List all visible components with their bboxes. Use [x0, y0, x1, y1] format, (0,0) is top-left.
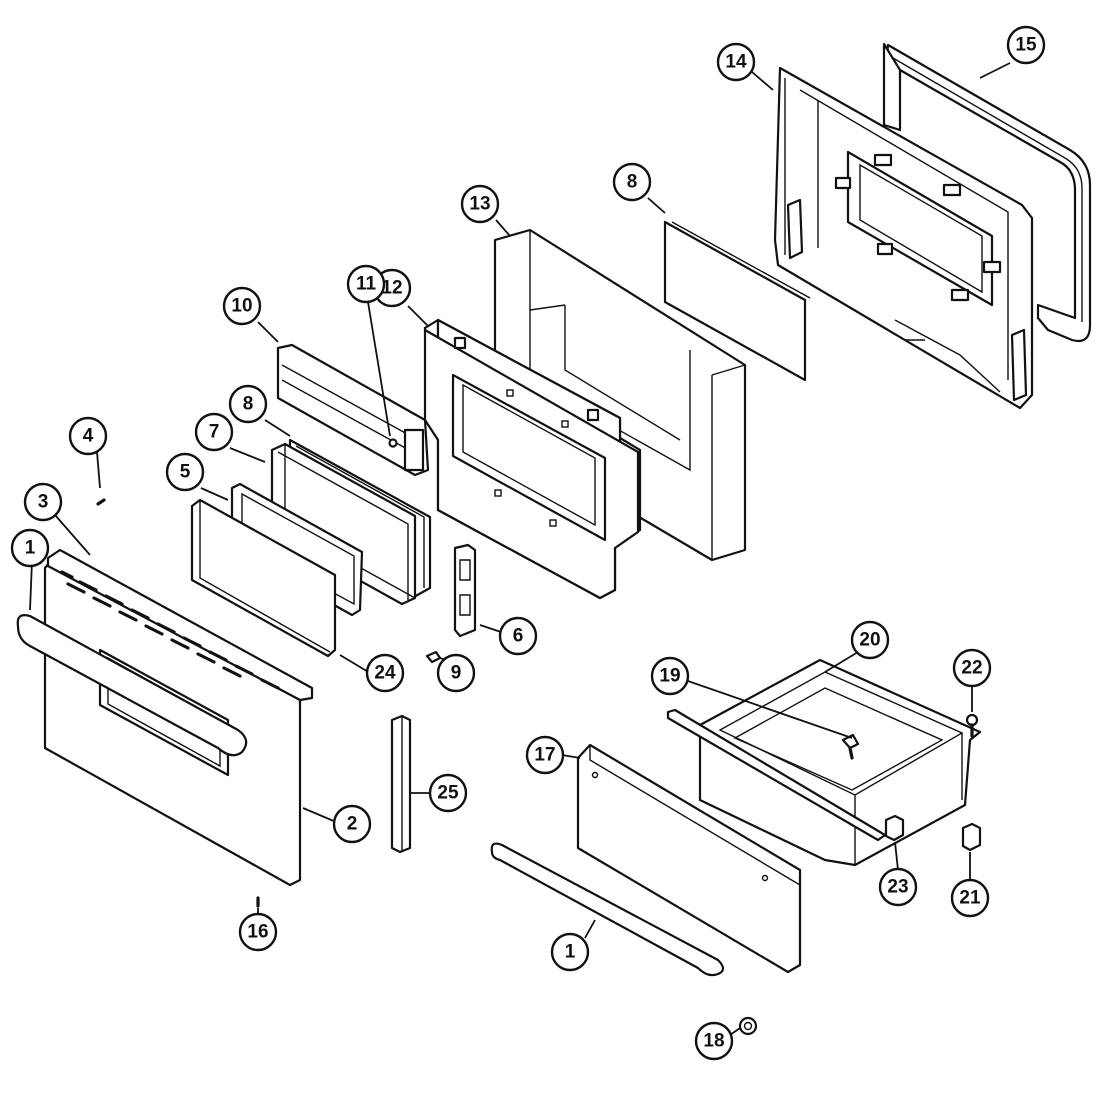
callout-1-lower: 1 — [550, 932, 590, 972]
callout-22: 22 — [952, 648, 992, 688]
part-24-glass — [190, 498, 337, 658]
callout-1-upper: 1 — [10, 528, 50, 568]
part-6-hinge-bracket — [453, 543, 477, 638]
callout-9: 9 — [436, 653, 476, 693]
callout-24-label: 24 — [374, 663, 396, 684]
callout-15: 15 — [1006, 25, 1046, 65]
callout-19: 19 — [650, 656, 690, 696]
part-14-inner-door-liner — [773, 66, 1034, 410]
part-8-glass-upper — [663, 220, 811, 382]
part-11-screw — [388, 438, 398, 448]
callout-23-label: 23 — [887, 877, 908, 898]
callout-17-label: 17 — [534, 745, 555, 766]
callout-2: 2 — [332, 804, 372, 844]
callout-5: 5 — [165, 452, 205, 492]
callout-1-lower-label: 1 — [565, 942, 576, 963]
callout-23: 23 — [878, 867, 918, 907]
callout-20: 20 — [850, 620, 890, 660]
callout-7: 7 — [194, 412, 234, 452]
callout-22-label: 22 — [961, 658, 982, 679]
callout-25: 25 — [428, 773, 468, 813]
callout-16: 16 — [238, 912, 278, 952]
callout-5-label: 5 — [180, 462, 191, 483]
part-22-screw — [965, 713, 979, 738]
callout-14-label: 14 — [725, 52, 747, 73]
callout-10: 10 — [222, 286, 262, 326]
callout-11-label: 11 — [356, 274, 377, 295]
callout-13: 13 — [460, 184, 500, 224]
callout-21-label: 21 — [959, 888, 981, 909]
callout-20-label: 20 — [859, 630, 880, 651]
callout-8-upper-label: 8 — [627, 172, 638, 193]
part-9-screw — [425, 650, 442, 664]
vent-slots — [60, 570, 280, 690]
callout-3: 3 — [23, 482, 63, 522]
callout-6-label: 6 — [513, 626, 524, 647]
part-15-door-gasket — [882, 42, 1092, 343]
callout-17: 17 — [525, 735, 565, 775]
part-1-drawer-handle — [490, 842, 725, 977]
callout-7-label: 7 — [209, 422, 220, 443]
part-13-insulation — [493, 228, 747, 562]
callout-16-label: 16 — [247, 922, 268, 943]
part-19-rail — [666, 708, 887, 842]
part-25-strip — [390, 714, 412, 854]
callout-2-label: 2 — [347, 814, 358, 835]
part-12-inner-panel — [423, 318, 642, 600]
part-1-door-handle — [16, 614, 248, 757]
part-20-drawer — [698, 658, 982, 867]
part-23-clip — [884, 814, 905, 842]
callout-13-label: 13 — [469, 194, 490, 215]
callout-19-label: 19 — [659, 666, 680, 687]
callout-9-label: 9 — [451, 663, 462, 684]
callout-6: 6 — [498, 616, 538, 656]
part-3-vent-trim — [46, 548, 314, 702]
callout-3-label: 3 — [38, 492, 49, 513]
callout-1-upper-label: 1 — [25, 538, 36, 559]
part-18-nut — [738, 1016, 758, 1036]
callout-15-label: 15 — [1015, 35, 1037, 56]
callout-18-label: 18 — [703, 1031, 724, 1052]
callout-4-label: 4 — [83, 426, 94, 447]
callout-12-label: 12 — [381, 278, 402, 299]
callout-11: 11 — [346, 264, 386, 304]
callout-25-label: 25 — [437, 783, 459, 804]
callout-8-upper: 8 — [612, 162, 652, 202]
part-21-clip — [961, 822, 982, 852]
callout-4: 4 — [68, 416, 108, 456]
callout-21: 21 — [950, 878, 990, 918]
callout-24: 24 — [365, 653, 405, 693]
part-4-screw — [96, 498, 106, 506]
callout-8-lower-label: 8 — [243, 394, 254, 415]
callout-8-lower: 8 — [228, 384, 268, 424]
callout-18: 18 — [694, 1021, 734, 1061]
callout-10-label: 10 — [231, 296, 252, 317]
leader-lines — [29, 62, 1011, 1036]
callout-14: 14 — [716, 42, 756, 82]
part-17-drawer-front — [576, 743, 802, 974]
